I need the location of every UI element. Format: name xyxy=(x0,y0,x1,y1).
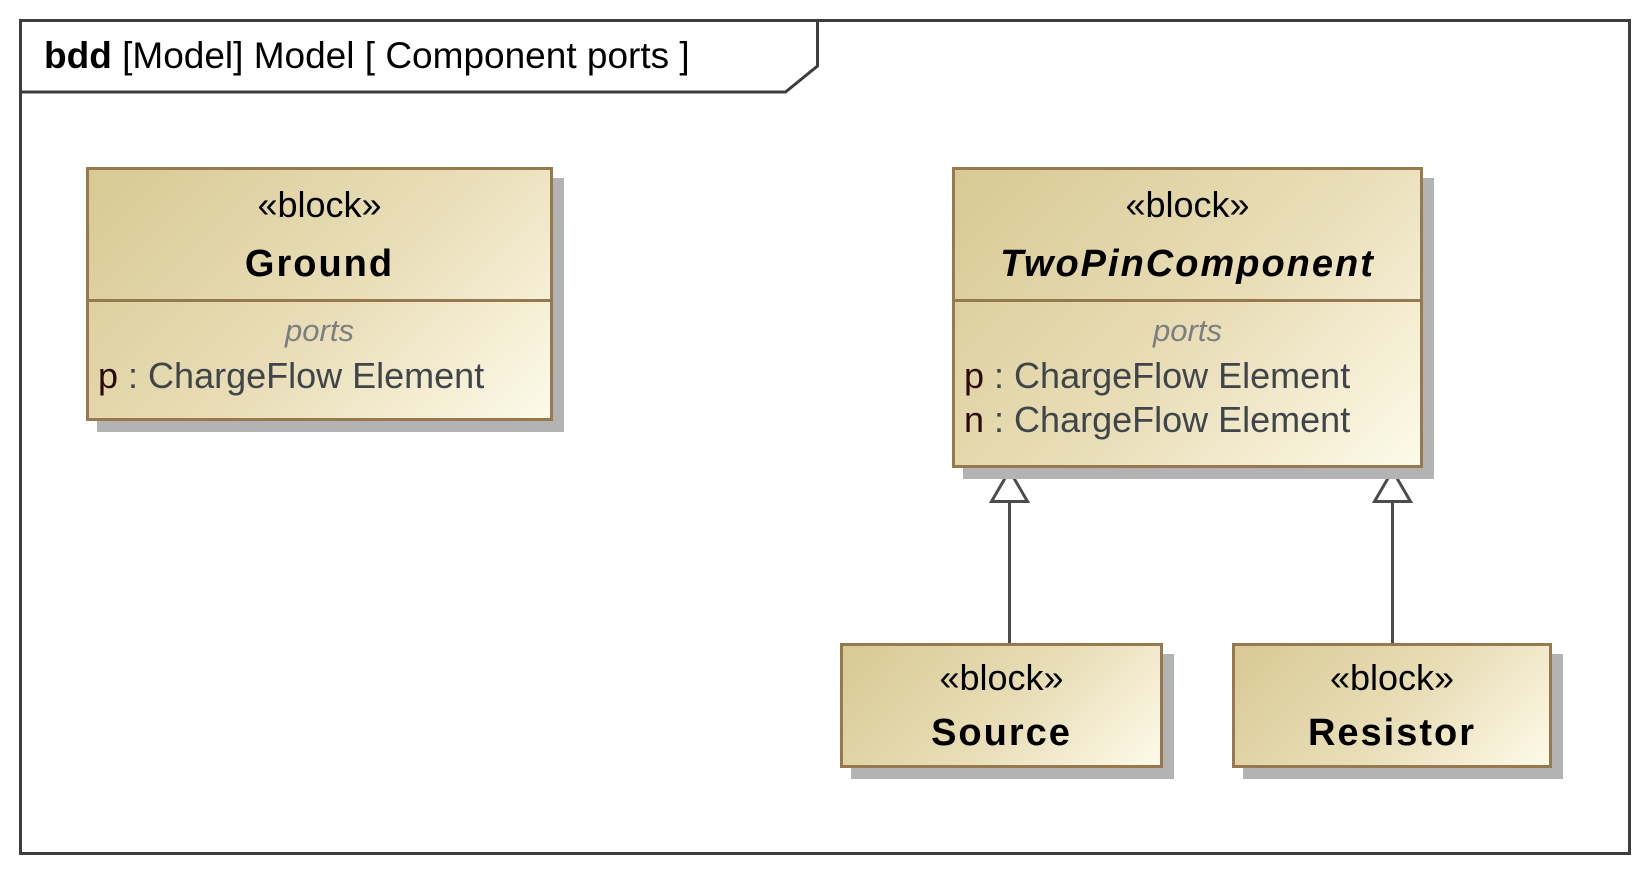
block-name: Source xyxy=(931,711,1072,754)
port-name: n xyxy=(964,399,985,440)
stereotype-label: «block» xyxy=(939,656,1064,698)
ports-compartment-label: ports xyxy=(285,313,354,348)
port-type: ChargeFlow Element xyxy=(148,355,485,396)
diagram-kind-label: bdd xyxy=(44,35,112,76)
block-two-pin-component-ports-compartment: ports p : ChargeFlow Element n : ChargeF… xyxy=(955,299,1420,465)
block-name: Ground xyxy=(244,242,395,285)
block-ground[interactable]: «block» Ground ports p : ChargeFlow Elem… xyxy=(86,167,553,421)
block-two-pin-component[interactable]: «block» TwoPinComponent ports p : Charge… xyxy=(952,167,1423,468)
port-separator: : xyxy=(984,399,1015,440)
block-name: TwoPinComponent xyxy=(1000,242,1375,285)
stereotype-label: «block» xyxy=(1329,656,1455,698)
stereotype-label: «block» xyxy=(1125,183,1250,225)
port-separator: : xyxy=(984,355,1015,396)
port-name: p xyxy=(964,355,985,396)
block-ground-name-compartment: «block» Ground xyxy=(89,170,550,299)
port-entry: p : ChargeFlow Element xyxy=(89,354,550,398)
ports-compartment-label: ports xyxy=(1153,313,1222,348)
block-source-name-compartment: «block» Source xyxy=(843,646,1160,765)
port-entry: p : ChargeFlow Element xyxy=(955,354,1420,398)
diagram-title-text: [Model] Model [ Component ports ] xyxy=(111,35,690,76)
port-name: p xyxy=(98,355,119,396)
diagram-frame xyxy=(19,19,1631,855)
block-source[interactable]: «block» Source xyxy=(840,643,1163,768)
diagram-title: bdd [Model] Model [ Component ports ] xyxy=(44,36,690,76)
block-resistor-name-compartment: «block» Resistor xyxy=(1235,646,1549,765)
port-entry: n : ChargeFlow Element xyxy=(955,398,1420,442)
port-type: ChargeFlow Element xyxy=(1014,355,1351,396)
port-separator: : xyxy=(118,355,149,396)
port-type: ChargeFlow Element xyxy=(1014,399,1351,440)
block-ground-ports-compartment: ports p : ChargeFlow Element xyxy=(89,299,550,418)
stereotype-label: «block» xyxy=(257,183,382,225)
block-name: Resistor xyxy=(1307,711,1477,754)
block-two-pin-component-name-compartment: «block» TwoPinComponent xyxy=(955,170,1420,299)
block-resistor[interactable]: «block» Resistor xyxy=(1232,643,1552,768)
